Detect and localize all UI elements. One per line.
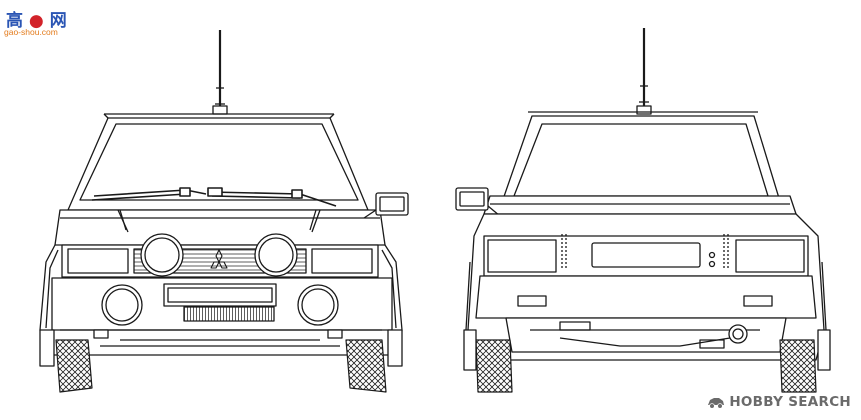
hobby-search-text: HOBBY SEARCH bbox=[729, 394, 851, 410]
front-tires bbox=[55, 339, 387, 393]
front-wipers bbox=[91, 187, 337, 207]
gao-shou-logo-text: 高 ● 网 bbox=[6, 11, 67, 31]
gao-shou-logo-mark: ● bbox=[28, 11, 44, 31]
rear-glass bbox=[499, 111, 783, 209]
rear-tires bbox=[475, 339, 817, 393]
front-lamp-bar bbox=[117, 209, 321, 233]
rear-tail-panel bbox=[483, 234, 809, 277]
rear-view bbox=[455, 28, 831, 393]
front-rally-lamps-upper bbox=[140, 233, 298, 277]
gao-shou-url: gao-shou.com bbox=[4, 27, 58, 37]
rear-antenna bbox=[636, 28, 652, 115]
rear-side-mirror bbox=[455, 187, 501, 217]
hobby-search-logo: HOBBY SEARCH bbox=[707, 392, 851, 412]
hobby-search-car-icon bbox=[708, 398, 725, 409]
rear-underside bbox=[505, 317, 787, 353]
rear-mudflaps bbox=[463, 329, 831, 371]
front-body-sides bbox=[39, 244, 403, 356]
front-view bbox=[39, 30, 409, 393]
gao-shou-logo: 高 ● 网 gao-shou.com bbox=[4, 6, 74, 40]
front-hood bbox=[54, 209, 386, 246]
front-mudflaps bbox=[39, 329, 403, 367]
front-antenna bbox=[212, 30, 228, 115]
front-grille-row bbox=[61, 244, 379, 278]
rear-bumper bbox=[475, 275, 817, 319]
front-emblem bbox=[210, 249, 228, 269]
front-side-mirror bbox=[363, 192, 409, 219]
front-lower-details bbox=[93, 329, 343, 347]
front-rally-lamps-lower bbox=[101, 284, 339, 326]
